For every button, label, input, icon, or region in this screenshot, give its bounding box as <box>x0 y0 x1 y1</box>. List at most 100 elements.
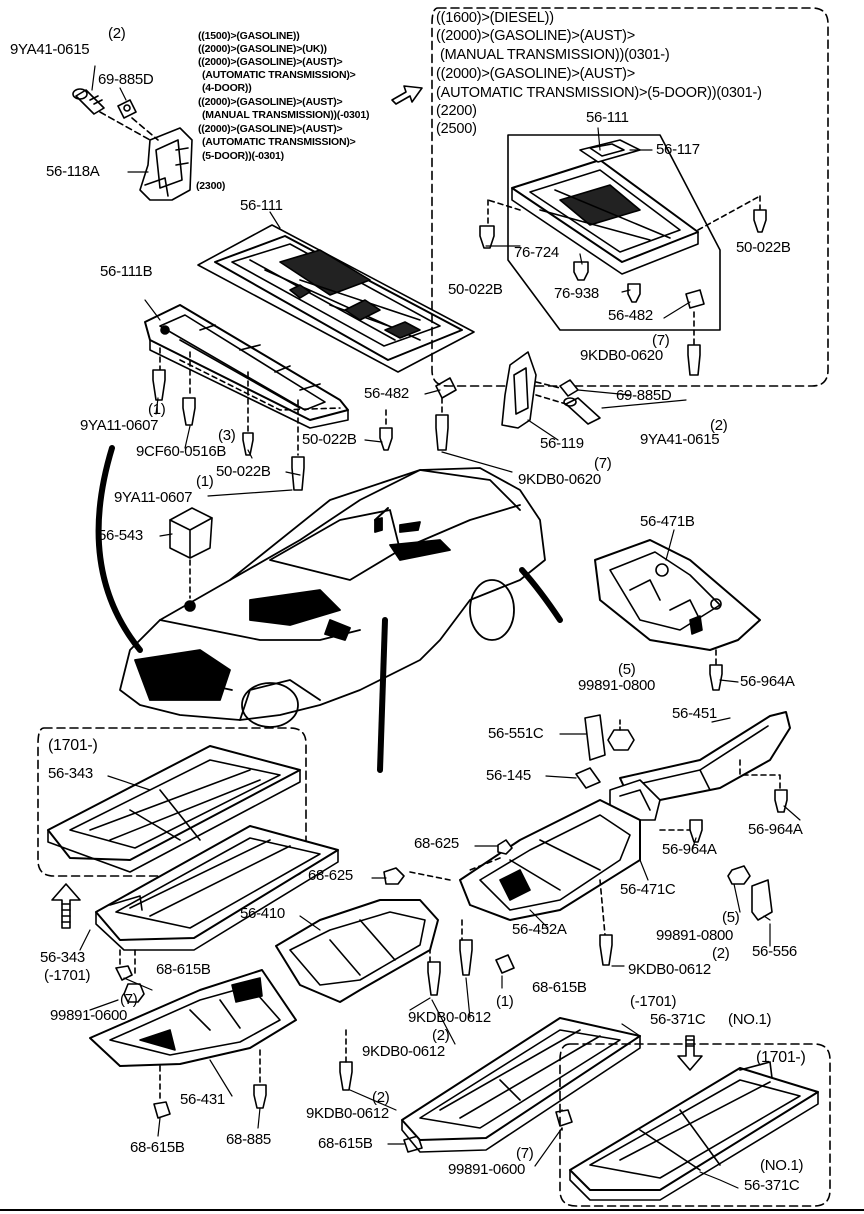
heat-shield-56-471b-drawing <box>594 539 761 651</box>
part-number-label: 50-022B <box>302 431 357 448</box>
condition-line: ((2000)>(GASOLINE)>(AUST)> <box>436 66 636 82</box>
variant-label: (NO.1) <box>760 1157 804 1174</box>
condition-line: (4-DOOR)) <box>202 82 252 94</box>
part-number-label: 99891-0800 <box>578 677 656 694</box>
condition-line: ((1500)>(GASOLINE)) <box>198 30 300 42</box>
bracket-56-119-drawing <box>501 351 537 429</box>
part-number-label: 76-938 <box>554 285 599 302</box>
condition-line: ((2000)>(GASOLINE)>(UK)) <box>198 43 327 55</box>
qty-label: (1) <box>496 993 514 1010</box>
part-number-label: 50-022B <box>448 281 503 298</box>
undercover-56-371c-boxed-drawing <box>569 1061 819 1201</box>
heat-shield-56-452a-drawing <box>459 799 641 921</box>
part-number-label: 56-145 <box>486 767 531 784</box>
condition-line: (2500) <box>436 121 477 137</box>
part-number-label: 56-964A <box>748 821 803 838</box>
part-number-label: 9YA41-0615 <box>10 41 90 58</box>
part-number-label: 56-111 <box>586 109 629 126</box>
part-number-label: 99891-0600 <box>448 1161 526 1178</box>
qty-label: (1) <box>196 473 214 490</box>
box-56-543-drawing <box>169 507 213 559</box>
qty-label: (5) <box>722 909 740 926</box>
condition-line: ((2000)>(GASOLINE)>(AUST)> <box>436 28 636 44</box>
variant-label: (-1701) <box>44 967 91 984</box>
part-number-label: 56-471C <box>620 881 676 898</box>
variant-label: (NO.1) <box>728 1011 772 1028</box>
part-number-label: 56-117 <box>656 141 700 158</box>
part-number-label: 68-615B <box>532 979 587 996</box>
qty-label: (7) <box>652 332 670 349</box>
condition-line: ((2000)>(GASOLINE)>(AUST)> <box>198 56 343 68</box>
undercover-56-343-drawing <box>95 825 339 951</box>
variant-label: (1701-) <box>48 737 98 754</box>
part-number-label: 56-118A <box>46 163 100 180</box>
qty-label: (7) <box>516 1145 534 1162</box>
pipe-56-451-drawing <box>619 711 791 801</box>
part-number-label: 9KDB0-0620 <box>518 471 601 488</box>
part-number-label: 56-111 <box>240 197 283 214</box>
down-arrow-drawing <box>677 1035 703 1071</box>
car-outline-drawing <box>119 467 546 728</box>
condition-line: (2200) <box>436 103 477 119</box>
part-number-label: 56-543 <box>98 527 143 544</box>
part-number-label: 56-452A <box>512 921 567 938</box>
part-number-label: 9KDB0-0612 <box>306 1105 389 1122</box>
variant-label: (1701-) <box>756 1049 806 1066</box>
variant-label: (-1701) <box>630 993 677 1010</box>
condition-line: (AUTOMATIC TRANSMISSION)>(5-DOOR))(0301-… <box>436 85 762 101</box>
part-number-label: 56-964A <box>662 841 717 858</box>
part-number-label: 56-964A <box>740 673 795 690</box>
part-number-label: 9KDB0-0620 <box>580 347 663 364</box>
qty-label: (2) <box>710 417 728 434</box>
part-number-label: 56-451 <box>672 705 717 722</box>
part-number-label: 69-885D <box>98 71 154 88</box>
part-number-label: 56-482 <box>364 385 409 402</box>
qty-label: (2) <box>432 1027 450 1044</box>
part-number-label: 68-615B <box>156 961 211 978</box>
heat-shield-56-431-drawing <box>89 969 297 1067</box>
qty-label: (1) <box>148 401 166 418</box>
part-number-label: 9YA11-0607 <box>114 489 193 506</box>
undercover-56-371c-drawing <box>401 1017 641 1153</box>
clip-top-drawing <box>117 99 137 119</box>
qty-label: (5) <box>618 661 636 678</box>
heat-shield-56-410-drawing <box>275 899 439 1003</box>
up-arrow-drawing <box>51 883 81 929</box>
part-number-label: 56-556 <box>752 943 797 960</box>
condition-line: ((1600)>(DIESEL)) <box>436 10 554 26</box>
part-number-label: 9KDB0-0612 <box>362 1043 445 1060</box>
condition-line: ((2000)>(GASOLINE)>(AUST)> <box>198 123 343 135</box>
part-number-label: 56-111B <box>100 263 153 280</box>
qty-label: (2) <box>108 25 126 42</box>
part-number-label: 56-482 <box>608 307 653 324</box>
qty-label: (2) <box>372 1089 390 1106</box>
condition-line: ((2000)>(GASOLINE)>(AUST)> <box>198 96 343 108</box>
part-number-label: 50-022B <box>736 239 791 256</box>
condition-line: (AUTOMATIC TRANSMISSION)> <box>202 69 356 81</box>
part-number-label: 56-471B <box>640 513 695 530</box>
condition-line: (5-DOOR))(-0301) <box>202 150 284 162</box>
condition-line: (AUTOMATIC TRANSMISSION)> <box>202 136 356 148</box>
part-number-label: 9YA11-0607 <box>80 417 159 434</box>
part-number-label: 99891-0800 <box>656 927 734 944</box>
qty-label: (7) <box>594 455 612 472</box>
part-number-label: 68-625 <box>414 835 459 852</box>
part-number-label: 68-885 <box>226 1131 271 1148</box>
part-number-label: 56-343 <box>40 949 85 966</box>
qty-label: (7) <box>120 991 138 1008</box>
part-number-label: 56-119 <box>540 435 584 452</box>
part-number-label: 9KDB0-0612 <box>628 961 711 978</box>
condition-line: (MANUAL TRANSMISSION))(0301-) <box>440 47 670 63</box>
bracket-56-118a-drawing <box>139 127 193 201</box>
fasteners-left-drawing <box>152 369 449 491</box>
part-number-label: 68-625 <box>308 867 353 884</box>
part-number-label: 68-615B <box>318 1135 373 1152</box>
part-number-label: 50-022B <box>216 463 271 480</box>
part-number-label: 56-371C <box>744 1177 800 1194</box>
part-number-label: 76-724 <box>514 244 559 261</box>
variant-label: (2300) <box>196 180 226 192</box>
part-number-label: 56-551C <box>488 725 544 742</box>
part-number-label: 56-371C <box>650 1011 706 1028</box>
